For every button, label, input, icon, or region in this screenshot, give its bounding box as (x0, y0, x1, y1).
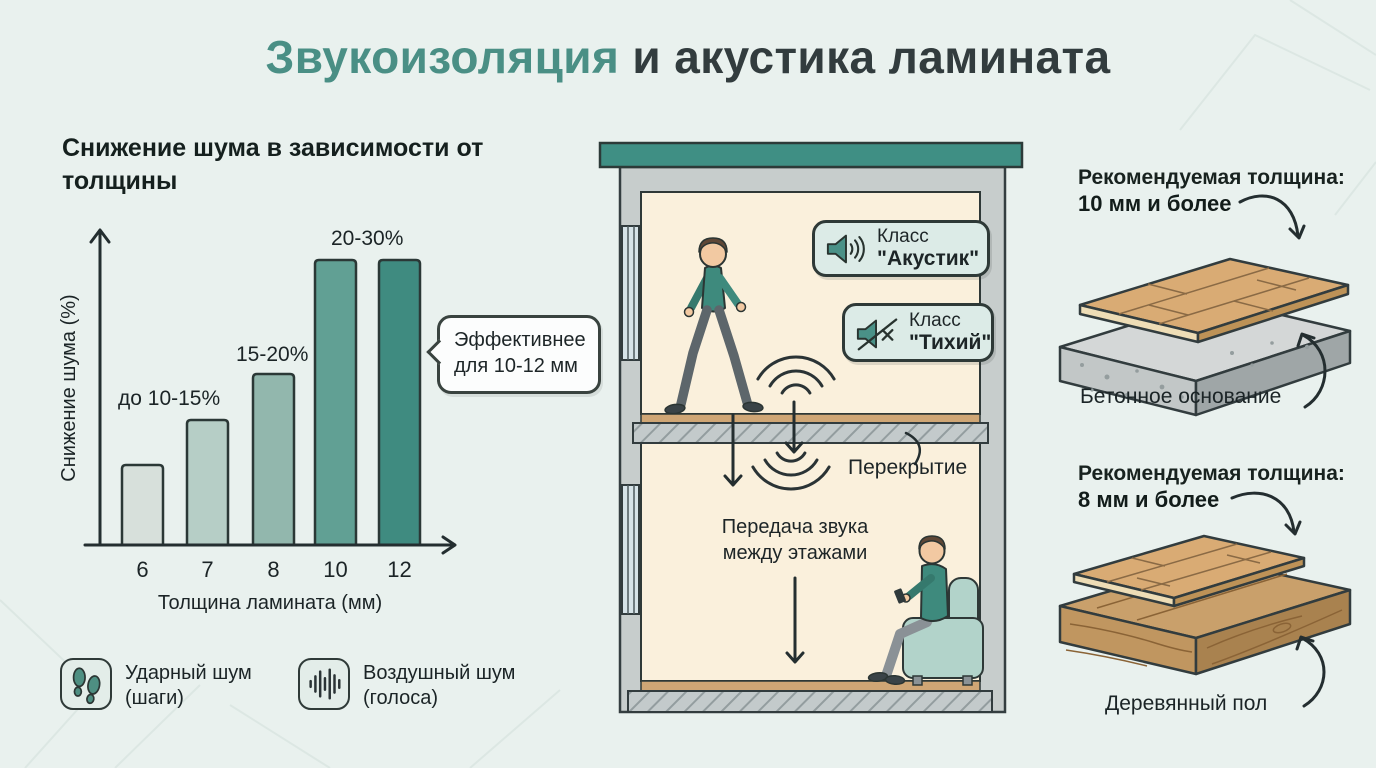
wood-base-side (1194, 588, 1352, 676)
concrete-rec-value: 10 мм и более (1078, 191, 1232, 216)
ground-slab (627, 690, 993, 713)
sound-waves-below-slab (751, 451, 831, 491)
badge-quiet-line2: "Тихий" (909, 331, 992, 355)
bar-annotation-7mm: до 10-15% (118, 387, 221, 410)
x-axis-label: Толщина ламината (мм) (158, 592, 382, 614)
x-tick-12: 12 (387, 557, 411, 582)
concrete-rec-heading: Рекомендуемая толщина: (1078, 166, 1345, 189)
badge-class-acoustic: Класс "Акустик" (812, 220, 990, 277)
sofa (902, 577, 984, 686)
slab-label-pointer (904, 431, 922, 466)
sound-transmission-line2: между этажами (722, 542, 868, 564)
noise-reduction-bar-chart: 6 7 8 10 12 Снижение шума (%) Толщина ламина… (60, 228, 457, 614)
concrete-side (1194, 329, 1352, 417)
legend-impact-noise: Ударный шум (шаги) (60, 658, 293, 711)
chart-subtitle: Снижение шума в зависимости от толщины (62, 134, 484, 195)
wood-rec-value: 8 мм и более (1078, 487, 1220, 512)
laminate2-side (1172, 556, 1306, 608)
x-axis-arrowhead (441, 535, 457, 555)
sound-transmission-arrows (723, 400, 805, 664)
speaker-on-icon (825, 231, 867, 267)
window-upper (621, 225, 640, 361)
legend-impact-label: Ударный шум (шаги) (125, 662, 252, 709)
wood-rec-heading: Рекомендуемая толщина: (1078, 462, 1345, 485)
lower-floor-wood (640, 680, 981, 692)
legend-airborne-label: Воздушный шум (голоса) (363, 662, 516, 709)
arrow-to-laminate-concrete (1238, 194, 1306, 240)
page-title-accent: Звукоизоляция (265, 31, 620, 83)
sound-transmission-label: Передача звука между этажами (695, 514, 895, 566)
impact-sound-waves-upper (756, 355, 836, 395)
page-title-rest: и акустика ламината (619, 31, 1111, 83)
bar-7mm (185, 418, 230, 547)
laminate-plank-seams (1118, 267, 1310, 325)
bar-annotation-10-12mm: 20-30% (331, 227, 404, 250)
arrow-to-concrete (1296, 332, 1327, 409)
page-title: Звукоизоляция и акустика ламината (0, 30, 1376, 84)
arrow-to-wood (1295, 635, 1326, 708)
badge-acoustic-line2: "Акустик" (877, 247, 980, 271)
x-tick-10: 10 (323, 557, 347, 582)
arrow-to-laminate-wood (1230, 491, 1302, 536)
bar-8mm (251, 372, 296, 547)
bar-10mm (313, 258, 358, 547)
floor-slab (632, 422, 989, 444)
concrete-caption: Бетонное основание (1080, 385, 1282, 408)
upper-floor-wood (640, 413, 981, 424)
laminate-on-wood-diagram (1058, 534, 1352, 676)
wood-caption: Деревянный пол (1105, 692, 1268, 715)
laminate2-plank-seams (1106, 543, 1272, 591)
badge-acoustic-line1: Класс (877, 225, 929, 247)
bars-group (120, 258, 422, 547)
legend-airborne-noise: Воздушный шум (голоса) (298, 658, 531, 711)
badge-class-quiet: Класс "Тихий" (842, 303, 994, 362)
walking-person (664, 237, 764, 415)
badge-quiet-line1: Класс (909, 309, 961, 331)
slab-label: Перекрытие (848, 456, 968, 479)
building-roof (598, 141, 1024, 169)
laminate-side (1196, 283, 1350, 344)
x-tick-8: 8 (267, 557, 279, 582)
laminate-on-concrete-diagram (1058, 257, 1352, 417)
footsteps-icon (60, 658, 112, 710)
bar-12mm (377, 258, 422, 547)
effectiveness-callout: Эффективнее для 10-12 мм (437, 315, 601, 394)
x-tick-labels: 6 7 8 10 12 (136, 557, 411, 582)
window-lower (621, 484, 640, 615)
y-axis-label: Снижение шума (%) (60, 294, 80, 481)
x-tick-6: 6 (136, 557, 148, 582)
bar-6mm (120, 463, 165, 547)
speaker-muted-icon (855, 314, 899, 352)
sitting-person (867, 535, 949, 685)
sound-transmission-line1: Передача звука (721, 516, 869, 538)
y-axis-arrowhead (89, 228, 111, 244)
sound-wave-icon (298, 658, 350, 710)
bar-annotation-8mm: 15-20% (236, 343, 309, 366)
x-tick-7: 7 (201, 557, 213, 582)
